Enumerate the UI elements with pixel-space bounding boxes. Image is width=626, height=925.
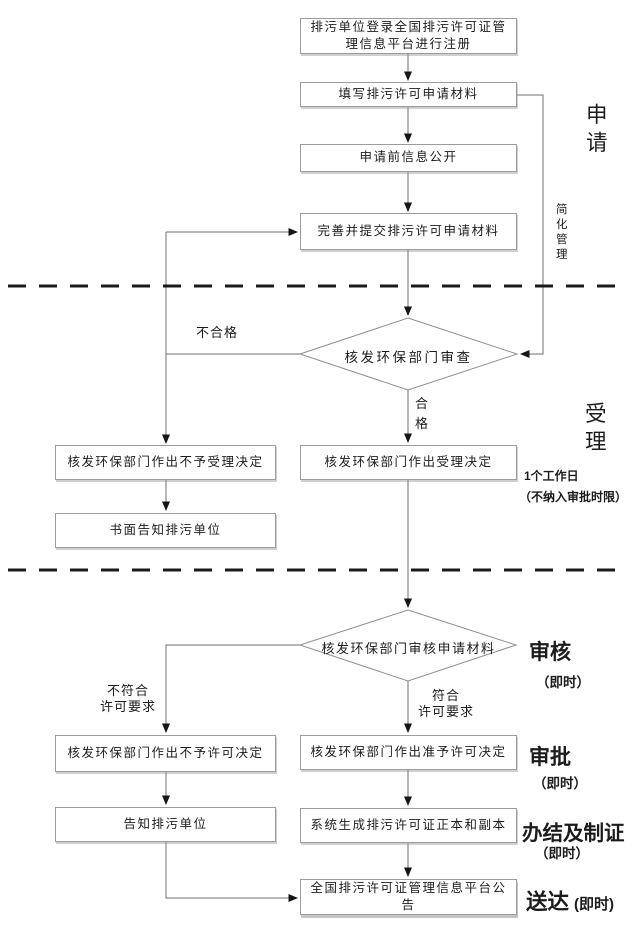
node-grant-permit-decision: 核发环保部门作出准予许可决定 — [300, 735, 517, 770]
note-one-workday: 1个工作日 — [524, 469, 579, 483]
node-platform-announcement: 全国排污许可证管理信息平台公告 — [300, 879, 517, 915]
node-reject-acceptance-decision: 核发环保部门作出不予受理决定 — [55, 445, 276, 480]
stage-label-deliver: 送达 (即时) — [526, 885, 614, 916]
edge-label-qualified: 合格 — [415, 396, 430, 432]
edge-label-meet-requirements: 符合 许可要求 — [406, 688, 486, 721]
note-not-counted-in-time-limit: （不纳入审批时限） — [519, 490, 626, 504]
edge-label-not-meet-line2: 许可要求 — [99, 699, 156, 715]
stage-approve-timing: （即时） — [533, 776, 587, 791]
decision-review-label: 核发环保部门审查 — [344, 350, 473, 365]
edge-examine-not-meet — [162, 644, 300, 733]
edge-label-meet-line1: 符合 — [431, 688, 460, 703]
decision-examine-label: 核发环保部门审核申请材料 — [321, 641, 496, 656]
stage-label-issue-certificate: 办结及制证 — [522, 822, 625, 845]
stage-label-approve: 审批 — [529, 746, 571, 769]
edge-simplified-bypass — [517, 94, 544, 358]
node-notify-unit: 告知排污单位 — [55, 807, 276, 842]
stage-deliver-text: 送达 — [526, 890, 570, 914]
edge-label-simplified-management: 简化管理 — [556, 204, 568, 262]
node-complete-and-submit: 完善并提交排污许可申请材料 — [300, 213, 517, 250]
node-acceptance-decision: 核发环保部门作出受理决定 — [300, 445, 517, 480]
stage-label-apply: 申请 — [586, 103, 608, 156]
edge-notify-to-announce — [165, 842, 298, 902]
stage-issue-timing: （即时） — [535, 846, 589, 861]
edge-label-unqualified: 不合格 — [196, 325, 239, 340]
edge-label-not-meet-requirements: 不符合 许可要求 — [88, 683, 168, 716]
stage-label-examine: 审核 — [529, 641, 571, 664]
node-register: 排污单位登录全国排污许可证管理信息平台进行注册 — [300, 18, 517, 54]
stage-label-accept: 受理 — [585, 402, 607, 455]
node-written-notice: 书面告知排污单位 — [55, 513, 276, 548]
node-generate-certificate: 系统生成排污许可证正本和副本 — [300, 808, 517, 843]
stage-deliver-timing: (即时) — [574, 896, 615, 913]
edge-label-meet-line2: 许可要求 — [417, 704, 474, 720]
edge-label-not-meet-line1: 不符合 — [106, 683, 149, 698]
stage-examine-timing: （即时） — [536, 675, 590, 690]
node-deny-permit-decision: 核发环保部门作出不予许可决定 — [55, 735, 276, 772]
node-pre-application-publicity: 申请前信息公开 — [300, 144, 517, 172]
node-fill-application: 填写排污许可申请材料 — [300, 82, 517, 107]
